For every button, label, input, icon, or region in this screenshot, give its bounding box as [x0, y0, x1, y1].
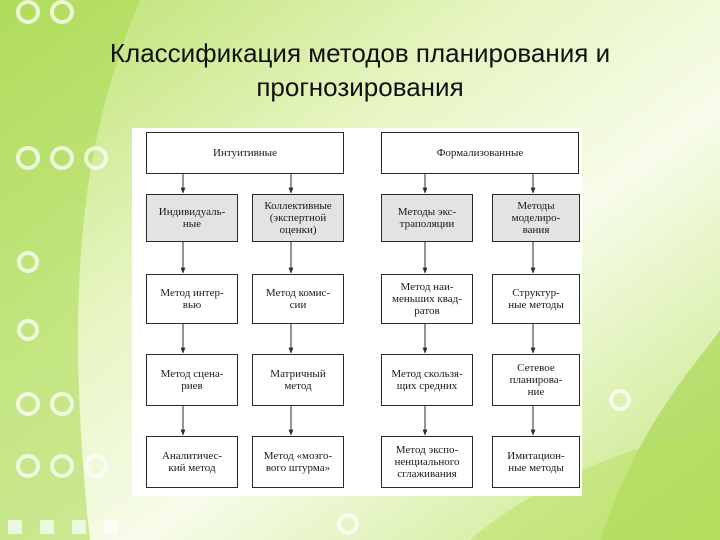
box-modeling: Методы моделиро- вания: [492, 194, 580, 242]
title-line-2: прогнозирования: [256, 72, 464, 102]
classification-diagram: Интуитивные Формализованные Индивидуаль-…: [132, 128, 582, 496]
box-matrix-method: Матричный метод: [252, 354, 344, 406]
header-intuitive: Интуитивные: [146, 132, 344, 174]
title-line-1: Классификация методов планирования и: [109, 38, 611, 68]
header-formalized: Формализованные: [381, 132, 579, 174]
box-extrapolation: Методы экс- траполяции: [381, 194, 473, 242]
box-analytical-method: Аналитичес- кий метод: [146, 436, 238, 488]
box-exponential-smoothing: Метод экспо- ненциального сглаживания: [381, 436, 473, 488]
box-network-planning: Сетевое планирова- ние: [492, 354, 580, 406]
diagram-connectors: [180, 173, 536, 436]
slide-title: Классификация методов планирования и про…: [60, 36, 660, 104]
box-structural-methods: Структур- ные методы: [492, 274, 580, 324]
box-interview-method: Метод интер- вью: [146, 274, 238, 324]
box-moving-average: Метод скользя- щих средних: [381, 354, 473, 406]
box-least-squares: Метод наи- меньших квад- ратов: [381, 274, 473, 324]
box-scenario-method: Метод сцена- риев: [146, 354, 238, 406]
box-simulation-methods: Имитацион- ные методы: [492, 436, 580, 488]
box-individual: Индивидуаль- ные: [146, 194, 238, 242]
box-brainstorm-method: Метод «мозго- вого штурма»: [252, 436, 344, 488]
box-commission-method: Метод комис- сии: [252, 274, 344, 324]
box-collective: Коллективные (экспертной оценки): [252, 194, 344, 242]
